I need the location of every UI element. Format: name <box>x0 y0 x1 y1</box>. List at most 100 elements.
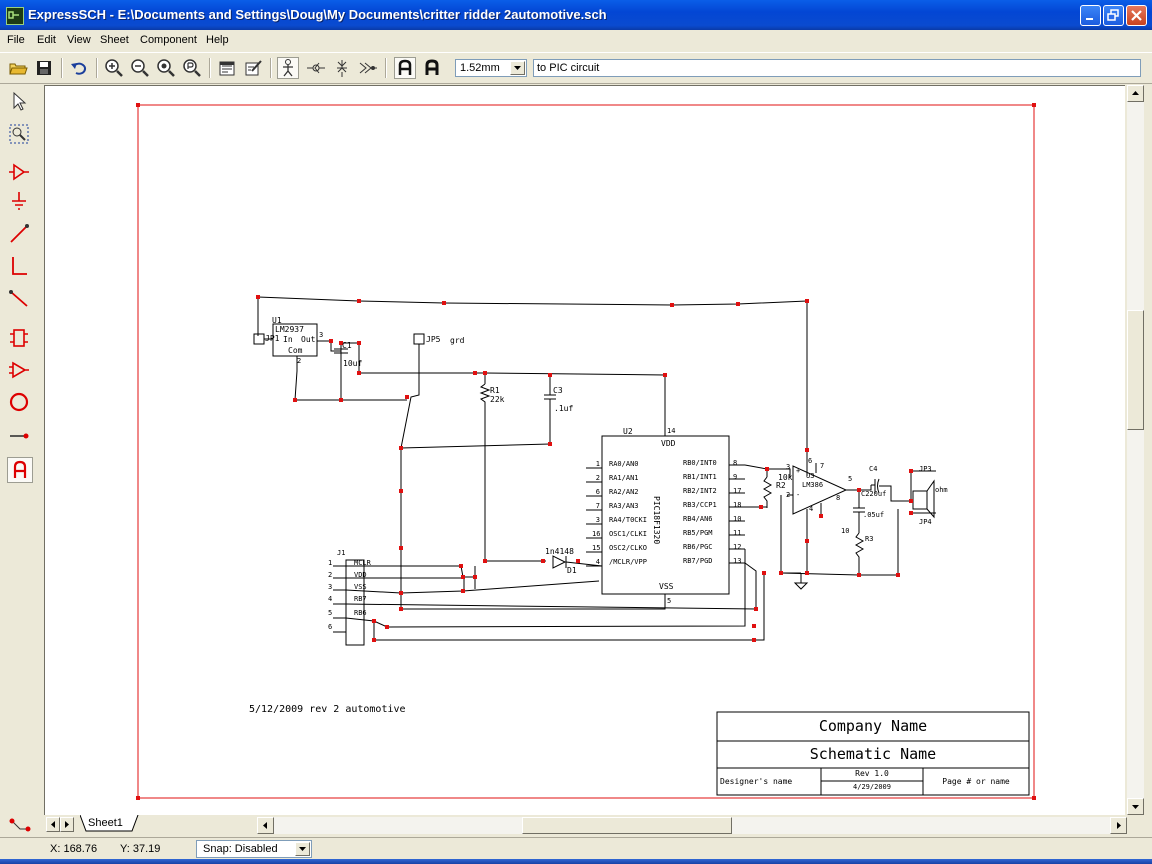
text-tool[interactable] <box>7 457 33 483</box>
speaker-ref-top: JP3 <box>919 465 932 473</box>
power-tool-button[interactable] <box>331 57 353 79</box>
vertical-scrollbar[interactable] <box>1127 85 1144 815</box>
j1-pin-name: VDD <box>354 571 367 579</box>
u2-ref: U2 <box>623 427 633 436</box>
u3-minus: - <box>796 491 801 499</box>
tab-shape <box>80 815 139 832</box>
snap-select[interactable]: Snap: Disabled <box>196 840 312 858</box>
ic-component-tool[interactable] <box>7 326 33 352</box>
text-value-field[interactable] <box>533 59 1141 77</box>
bold-text-button[interactable] <box>421 57 443 79</box>
wire-corner-icon <box>12 257 27 275</box>
r3-ref: R3 <box>865 535 874 543</box>
pointer-tool[interactable] <box>7 90 33 116</box>
restore-button[interactable] <box>1103 5 1124 26</box>
j1-pin-name: VSS <box>354 583 367 591</box>
u2-lpin-name: RA0/AN0 <box>609 460 639 468</box>
scroll-left-button[interactable] <box>257 817 274 834</box>
scroll-right-button[interactable] <box>1110 817 1127 834</box>
menu-edit[interactable]: Edit <box>37 34 56 46</box>
port-tool-button[interactable] <box>357 57 379 79</box>
menu-sheet[interactable]: Sheet <box>100 34 129 46</box>
u1-ref: U1 <box>272 316 282 325</box>
j1-pin-num: 4 <box>328 595 333 603</box>
minimize-button[interactable] <box>1080 5 1101 26</box>
arrow-right-icon <box>1117 822 1121 829</box>
titleblock-date: 4/29/2009 <box>853 783 891 791</box>
arrow-left-icon <box>263 822 267 829</box>
j1-pin-num: 2 <box>328 571 333 579</box>
arrow-left-icon <box>51 821 55 828</box>
port-icon <box>359 62 377 74</box>
u2-part: PIC18F1320 <box>652 496 661 545</box>
save-button[interactable] <box>33 57 55 79</box>
u2-vss: VSS <box>659 582 674 591</box>
line-tool[interactable] <box>7 222 33 248</box>
u2-rpin-name: RB2/INT2 <box>683 487 717 495</box>
wire-tool-button[interactable] <box>305 57 327 79</box>
tab-next-button[interactable] <box>60 817 74 832</box>
taskbar-edge <box>0 859 1152 864</box>
select-region-tool[interactable] <box>7 122 33 148</box>
menu-component[interactable]: Component <box>140 34 197 46</box>
circle-tool[interactable] <box>7 390 33 416</box>
u3-pin8: 8 <box>836 494 841 502</box>
j1-pin-num: 3 <box>328 583 333 591</box>
snap-dropdown-button[interactable] <box>295 842 310 856</box>
tab-prev-button[interactable] <box>46 817 60 832</box>
junction-icon <box>307 62 325 74</box>
bus-tool[interactable] <box>7 286 33 312</box>
tab-sheet1[interactable]: Sheet1 <box>80 815 142 832</box>
zoom-out-button[interactable] <box>129 57 151 79</box>
properties-button[interactable] <box>216 57 238 79</box>
titleblock-designer: Designer's name <box>720 777 793 786</box>
r2-ref: R2 <box>776 481 786 490</box>
wire-corner-tool[interactable] <box>7 254 33 280</box>
horizontal-scrollbar[interactable] <box>257 817 1127 834</box>
u2-lpin-name: RA3/AN3 <box>609 502 639 510</box>
buffer-tool[interactable] <box>7 160 33 186</box>
net-navigator-button[interactable] <box>8 815 32 835</box>
u2-rpin-num: 13 <box>733 557 742 565</box>
text-value-input[interactable] <box>537 61 1137 75</box>
grid-size-select[interactable]: 1.52mm <box>455 59 527 77</box>
zoom-in-button[interactable] <box>103 57 125 79</box>
select-component-button[interactable] <box>277 57 299 79</box>
app-icon[interactable] <box>6 7 24 25</box>
schematic-canvas[interactable]: U1 LM2937 JP1 In Out Com 2 3 C1 10uf JP5… <box>44 85 1125 815</box>
text-a-red-icon <box>13 460 27 478</box>
menu-file[interactable]: File <box>7 34 25 46</box>
vertical-scroll-thumb[interactable] <box>1127 310 1144 430</box>
u2-lpin-name: OSC2/CLKO <box>609 544 647 552</box>
close-button[interactable] <box>1126 5 1147 26</box>
opamp-symbol-icon <box>9 361 29 379</box>
zoom-previous-button[interactable] <box>181 57 203 79</box>
scroll-up-button[interactable] <box>1127 85 1144 102</box>
pin-tool[interactable] <box>7 424 33 450</box>
diagonal-line-icon <box>10 224 29 243</box>
horizontal-scroll-thumb[interactable] <box>522 817 732 834</box>
undo-button[interactable] <box>68 57 90 79</box>
menu-help[interactable]: Help <box>206 34 229 46</box>
undo-icon <box>71 62 87 75</box>
grid-size-dropdown-button[interactable] <box>510 61 525 75</box>
j1-pin-name: MCLR <box>354 559 371 567</box>
scroll-down-button[interactable] <box>1127 798 1144 815</box>
text-tool-button[interactable] <box>394 57 416 79</box>
edit-component-icon <box>245 60 262 76</box>
edit-component-button[interactable] <box>242 57 264 79</box>
titleblock-company: Company Name <box>818 717 928 735</box>
left-toolbar <box>0 85 44 825</box>
u2-lpin-name: RA4/T0CKI <box>609 516 647 524</box>
zoom-fit-button[interactable] <box>155 57 177 79</box>
u1-jp-ref: JP1 <box>265 334 280 343</box>
menu-view[interactable]: View <box>67 34 91 46</box>
c3-ref: C3 <box>553 386 563 395</box>
u2-rpin-name: RB0/INT0 <box>683 459 717 467</box>
open-button[interactable] <box>7 57 29 79</box>
arrow-pointer-icon <box>13 91 27 111</box>
opamp-tool[interactable] <box>7 358 33 384</box>
ground-tool[interactable] <box>7 190 33 216</box>
jp5-label: grd <box>450 336 465 345</box>
